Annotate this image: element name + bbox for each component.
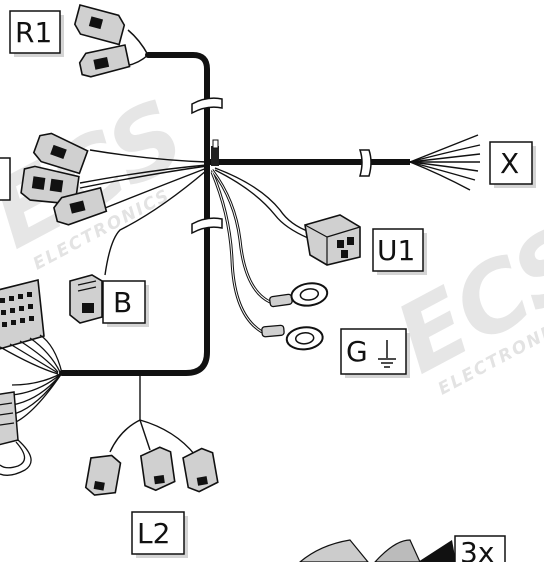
break-mark [191, 97, 372, 235]
lower-left-wire-loops [0, 439, 32, 476]
b-connector [69, 274, 103, 324]
left-edge-partial-label [0, 157, 11, 201]
l2-connector-3 [182, 447, 219, 493]
main-multipin-connector [0, 279, 45, 350]
cable-clip [211, 146, 219, 166]
l2-connector-1 [84, 454, 122, 496]
main-trunk-cable [59, 52, 210, 376]
label-qty-text: 3x [460, 536, 494, 562]
label-u1: U1 [372, 228, 427, 275]
label-r1: R1 [9, 10, 64, 57]
ring-terminal-2 [261, 324, 324, 351]
ring-terminal-wires-inner [211, 169, 271, 333]
left-connector-1 [32, 132, 89, 175]
cable-clip-cap [212, 139, 219, 149]
label-r1-text: R1 [15, 16, 52, 49]
label-qty: 3x [454, 535, 506, 562]
label-b: B [102, 280, 149, 327]
r1-connector-bottom [78, 44, 131, 78]
label-g-text: G [346, 335, 368, 368]
label-l2-text: L2 [137, 517, 170, 550]
label-g: G [340, 328, 410, 378]
l2-branch-wires [109, 373, 196, 456]
bottom-right-part [299, 539, 456, 562]
left-connector-3 [53, 186, 108, 226]
lower-left-connector [0, 391, 19, 446]
label-u1-text: U1 [377, 234, 415, 267]
multipin-connector-wires [0, 334, 63, 426]
fanout-wires-x [409, 134, 481, 191]
ground-symbol-icon [378, 340, 396, 368]
u1-branch-wires [214, 167, 311, 239]
left-branch-wires [79, 149, 208, 276]
label-x: X [489, 141, 536, 188]
r1-connector-top [73, 4, 126, 46]
u1-connector [304, 214, 361, 266]
label-x-text: X [500, 147, 519, 180]
label-b-text: B [113, 286, 132, 319]
label-l2: L2 [131, 511, 188, 558]
ring-terminal-1 [269, 282, 329, 308]
l2-connector-2 [139, 446, 176, 492]
